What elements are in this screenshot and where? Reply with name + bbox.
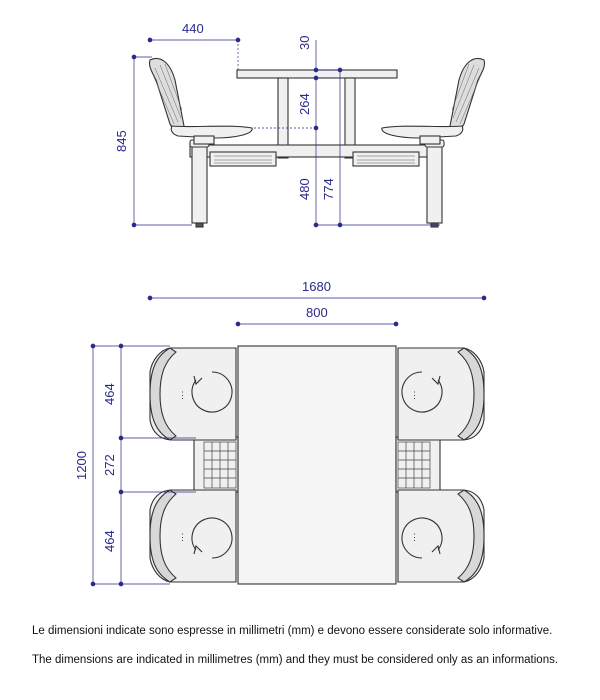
chair-left-seat (170, 125, 253, 139)
table-pedestal-right (344, 77, 356, 159)
side-view (148, 57, 486, 228)
plan-backrest-top-right (457, 347, 485, 441)
leg-left (191, 144, 208, 224)
note-english: The dimensions are indicated in millimet… (32, 654, 559, 666)
plan-backrest-bottom-left (149, 489, 177, 583)
side-view-dimensions (131, 37, 440, 228)
chair-right (381, 57, 486, 145)
dim-overall-depth: 1200 (74, 451, 89, 480)
dim-table-width: 800 (306, 305, 328, 320)
plan-seat-bottom-right: ⋮ (397, 489, 485, 583)
plan-backrest-top-left (149, 347, 177, 441)
chair-right-seat (381, 125, 464, 139)
svg-text:⋮: ⋮ (178, 390, 187, 400)
plan-frame-left (193, 436, 239, 493)
plan-seat-top-left: ⋮ (149, 347, 237, 441)
dim-seat-offset: 440 (182, 21, 204, 36)
plan-seat-bottom-left: ⋮ (149, 489, 237, 583)
note-italian: Le dimensioni indicate sono espresse in … (32, 625, 553, 637)
dim-seat-depth-top: 464 (102, 383, 117, 405)
svg-text:⋮: ⋮ (178, 532, 187, 542)
dim-seat-height: 480 (297, 178, 312, 200)
dim-top-to-seat: 264 (297, 93, 312, 115)
plan-backrest-bottom-right (457, 489, 485, 583)
plan-view: ⋮ ⋮ ⋮ ⋮ (149, 345, 485, 585)
dim-seat-depth-bottom: 464 (102, 530, 117, 552)
plan-basket-left (203, 441, 237, 489)
dim-overall-height: 845 (114, 130, 129, 152)
table-pedestal-left (277, 77, 289, 159)
plan-basket-right (397, 441, 431, 489)
plan-frame-right (395, 436, 441, 493)
dim-center-gap: 272 (102, 454, 117, 476)
chair-left (148, 57, 253, 145)
dim-table-height: 774 (321, 178, 336, 200)
dim-top-thickness: 30 (297, 36, 312, 50)
dim-overall-length: 1680 (302, 279, 331, 294)
storage-basket-left (209, 151, 277, 167)
storage-basket-right (352, 151, 420, 167)
leg-right (426, 144, 443, 224)
plan-table-top (237, 345, 397, 585)
leg-left-foot (195, 222, 204, 228)
plan-view-dimensions (90, 295, 487, 587)
plan-seat-top-right: ⋮ (397, 347, 485, 441)
svg-text:⋮: ⋮ (410, 390, 419, 400)
svg-text:⋮: ⋮ (410, 532, 419, 542)
